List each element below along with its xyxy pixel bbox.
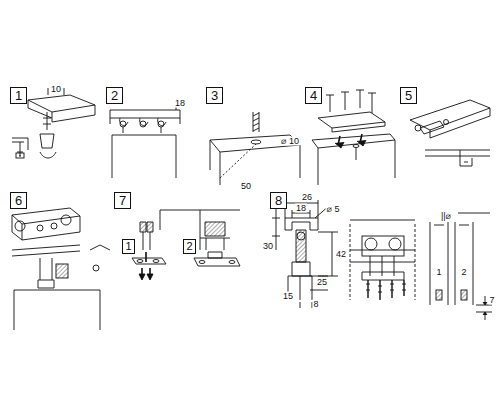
step-number: 5: [405, 89, 412, 102]
dimension-label: 42: [335, 250, 347, 259]
step-number-box: 1: [10, 87, 27, 104]
step-number-box: 1: [122, 239, 135, 254]
step-number: 6: [15, 194, 22, 207]
step-number-box: 3: [206, 87, 223, 104]
step-number: 7: [119, 194, 126, 207]
step-number-box: 2: [106, 87, 123, 104]
dimension-label: 18: [295, 204, 307, 213]
dimension-label: 25: [316, 278, 328, 287]
step-number: 3: [211, 89, 218, 102]
step-number-box: 2: [183, 239, 196, 254]
step-number: 4: [310, 89, 317, 102]
step-number-box: 4: [305, 87, 322, 104]
step-number-box: 5: [400, 87, 417, 104]
dimension-label: 50: [240, 182, 252, 191]
dimension-label: 1: [435, 268, 442, 277]
dimension-label: 2: [460, 268, 467, 277]
dimension-label: 15: [282, 292, 294, 301]
dimension-label: 8: [312, 300, 319, 309]
step-number: 1: [125, 241, 131, 252]
step-number: 8: [275, 194, 282, 207]
dimension-label: 26: [301, 193, 313, 202]
dimension-label: 30: [262, 242, 274, 251]
step-number: 1: [15, 89, 22, 102]
dimension-label: ⌀ 5: [326, 205, 341, 214]
dimension-label: 7: [488, 296, 495, 305]
dimension-label: 10: [50, 85, 62, 94]
step-number-box: 7: [114, 192, 131, 209]
step-number-box: 6: [10, 192, 27, 209]
step-number-box: 8: [270, 192, 287, 209]
dimension-label: ||⌀: [440, 212, 452, 221]
step-number: 2: [186, 241, 192, 252]
dimension-label: 18: [174, 99, 186, 108]
step-number: 2: [111, 89, 118, 102]
dimension-label: ⌀ 10: [280, 137, 300, 146]
